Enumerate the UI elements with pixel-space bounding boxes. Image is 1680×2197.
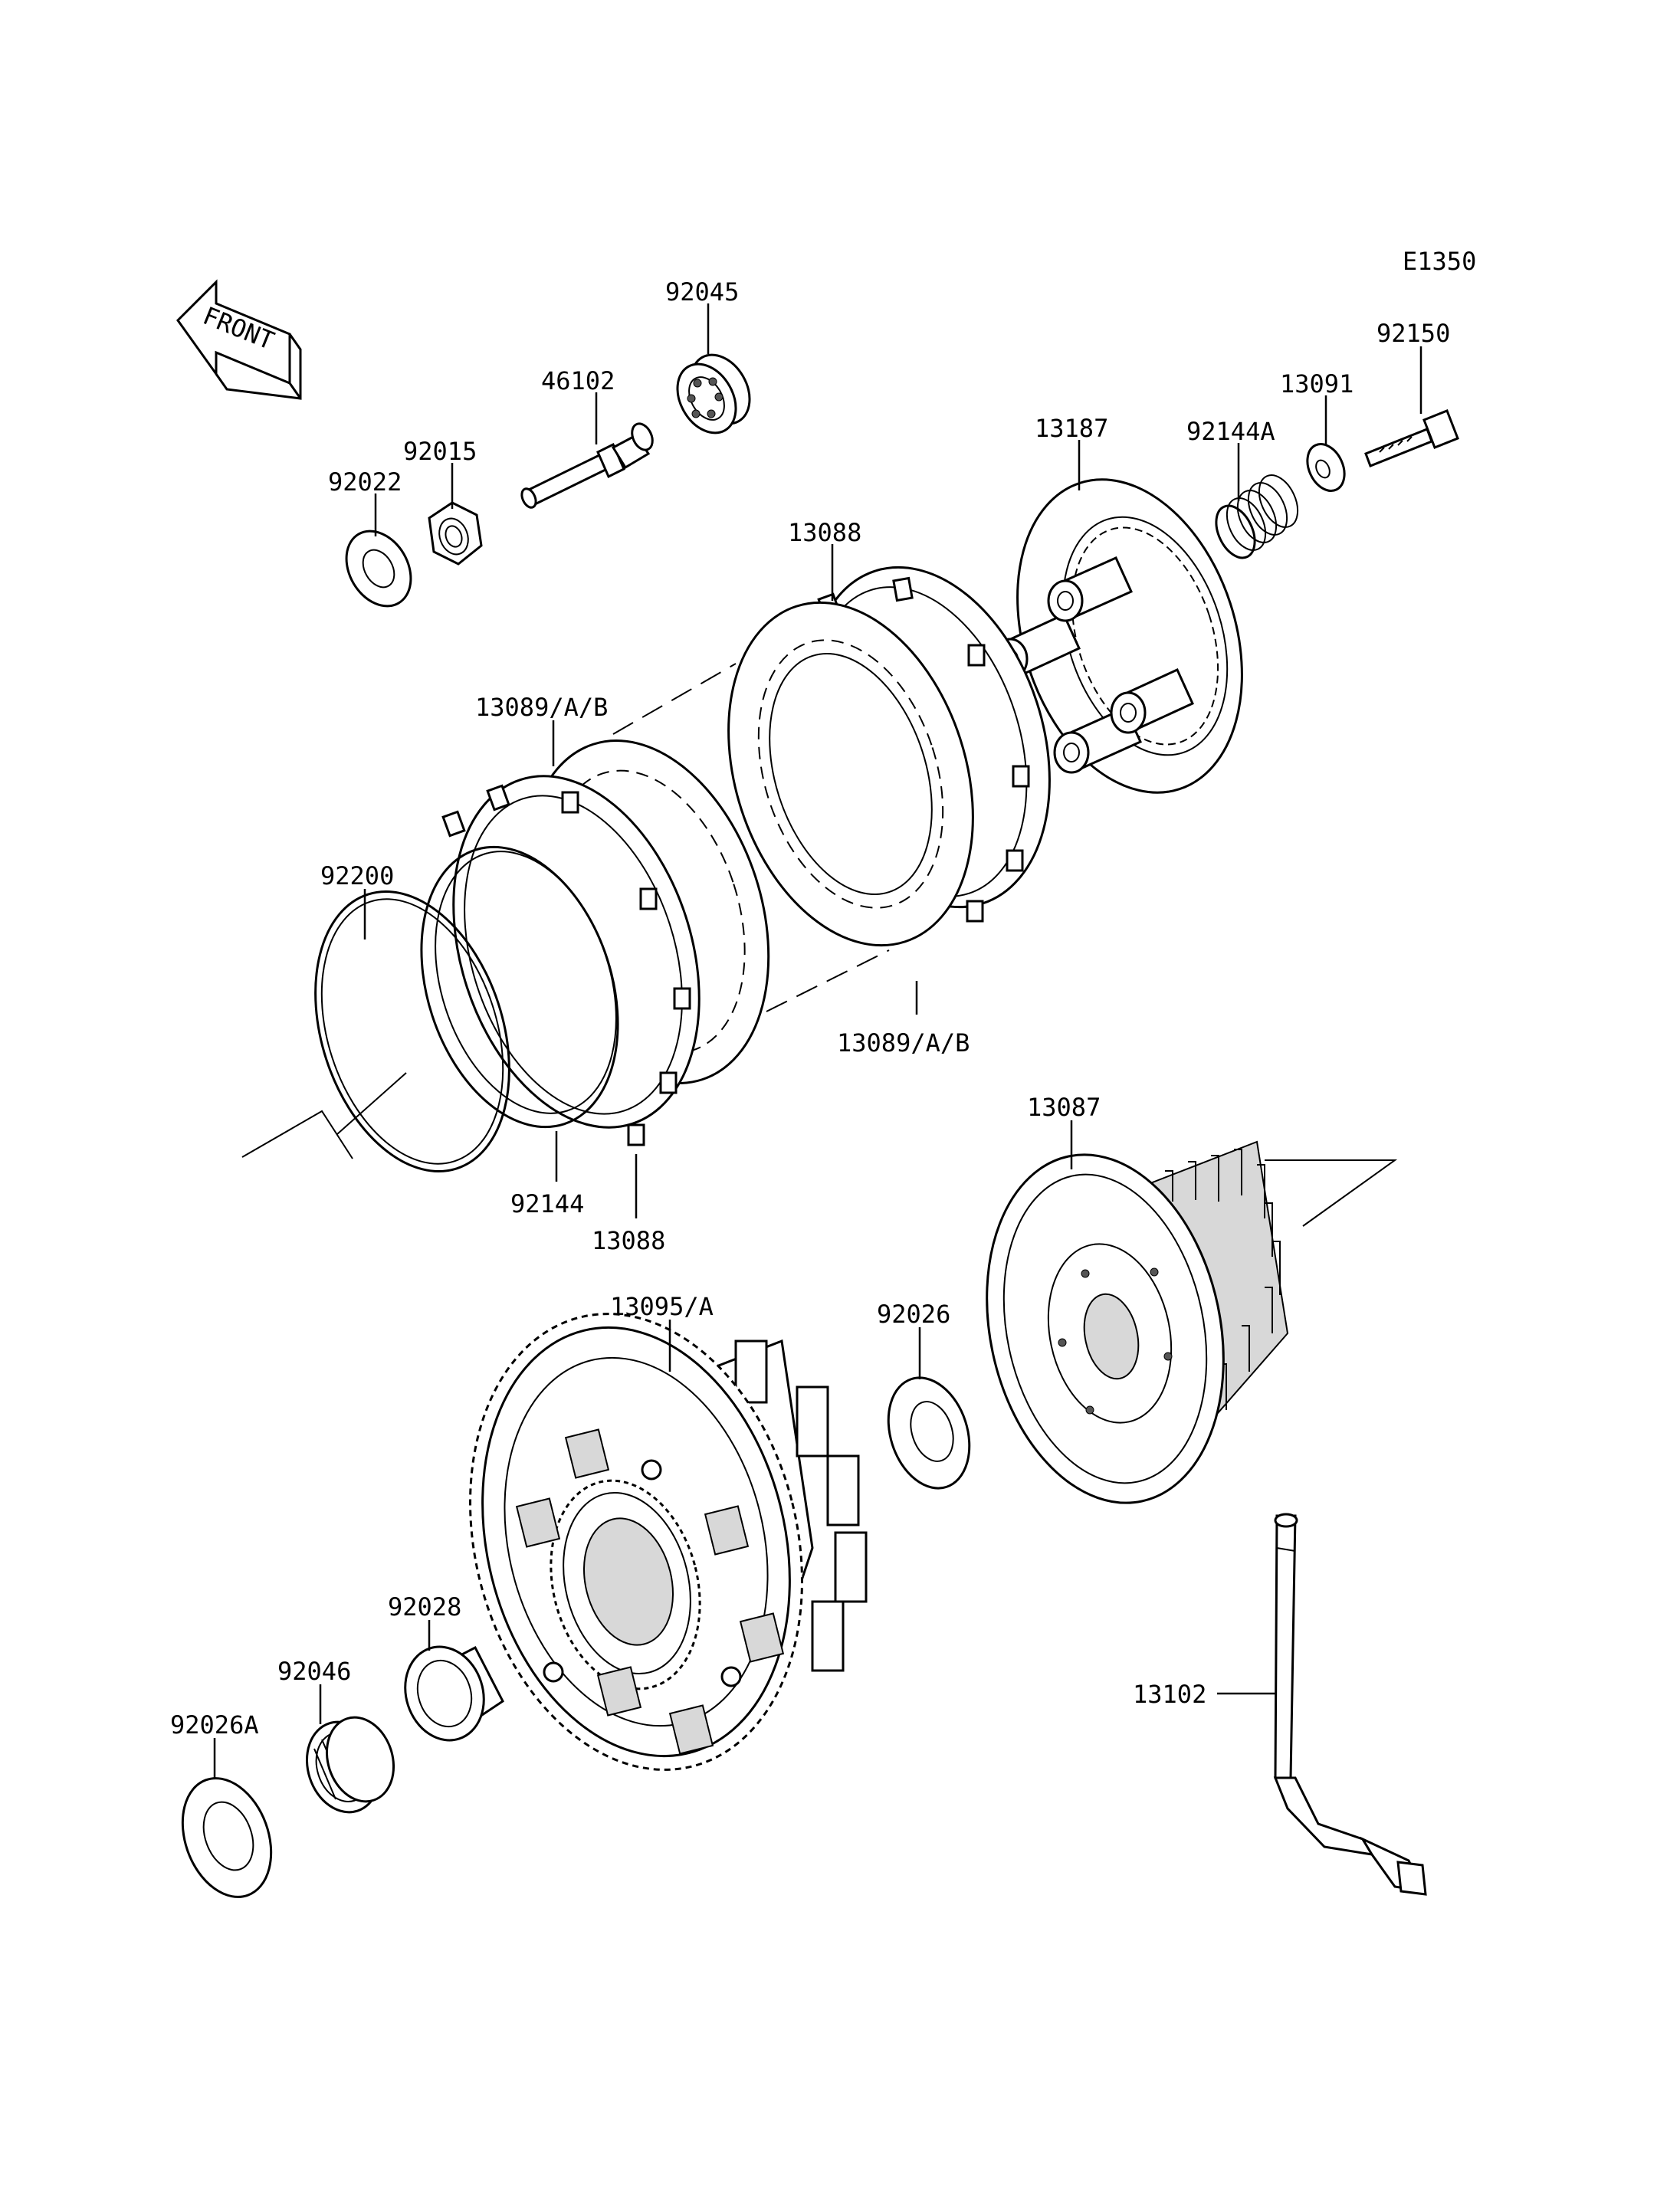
part-label-92022: 92022 bbox=[328, 467, 402, 497]
part-label-92045: 92045 bbox=[665, 277, 739, 307]
washer-92026 bbox=[887, 1376, 971, 1490]
leader-lines bbox=[213, 303, 1422, 1778]
nut-92015 bbox=[428, 501, 483, 566]
part-label-13089-bottom: 13089/A/B bbox=[837, 1028, 970, 1058]
diagram-code: E1350 bbox=[1403, 247, 1476, 276]
axis-line bbox=[1265, 1159, 1398, 1227]
bearing-92045 bbox=[676, 353, 751, 434]
part-label-13102: 13102 bbox=[1133, 1680, 1206, 1709]
clutch-hub-13087 bbox=[986, 1140, 1289, 1504]
wire-ring-92144 bbox=[420, 845, 619, 1129]
front-arrow-icon: FRONT bbox=[176, 279, 302, 400]
part-label-13089-top: 13089/A/B bbox=[475, 693, 608, 722]
washer-92022 bbox=[345, 530, 412, 608]
push-rod-46102 bbox=[520, 422, 654, 509]
spring-plate-13091 bbox=[1306, 443, 1346, 492]
part-label-13091: 13091 bbox=[1280, 369, 1354, 398]
part-label-46102: 46102 bbox=[541, 366, 615, 395]
part-label-92150: 92150 bbox=[1376, 319, 1450, 348]
release-shaft-13102 bbox=[1273, 1513, 1427, 1896]
washer-92026A bbox=[181, 1777, 273, 1898]
part-label-92026: 92026 bbox=[877, 1300, 950, 1329]
axis-line bbox=[241, 1110, 353, 1159]
part-label-92200: 92200 bbox=[320, 861, 394, 890]
spring-92144A bbox=[1215, 474, 1299, 559]
needle-bearing-92046 bbox=[305, 1716, 395, 1814]
bolt-92150 bbox=[1364, 409, 1459, 467]
axis-line bbox=[336, 1072, 407, 1135]
part-label-92026A: 92026A bbox=[170, 1710, 259, 1740]
part-label-92046: 92046 bbox=[277, 1657, 351, 1686]
part-label-13187: 13187 bbox=[1035, 414, 1108, 443]
part-label-92015: 92015 bbox=[403, 437, 477, 466]
steel-plate-13089-top bbox=[727, 601, 974, 947]
part-label-92144A: 92144A bbox=[1186, 417, 1275, 446]
clutch-housing-13095A bbox=[469, 1313, 868, 1771]
friction-plate-13088-bottom bbox=[441, 775, 701, 1146]
part-label-92144: 92144 bbox=[510, 1189, 584, 1218]
part-label-92028: 92028 bbox=[388, 1592, 461, 1622]
part-label-13095A: 13095/A bbox=[610, 1292, 714, 1321]
guide-line bbox=[766, 949, 890, 1012]
guide-line bbox=[612, 663, 737, 735]
sleeve-92028 bbox=[404, 1645, 504, 1742]
part-label-13087: 13087 bbox=[1027, 1093, 1101, 1122]
part-label-13088-top: 13088 bbox=[788, 518, 861, 547]
part-label-13088-bottom: 13088 bbox=[592, 1226, 665, 1255]
ring-92200 bbox=[314, 890, 510, 1172]
